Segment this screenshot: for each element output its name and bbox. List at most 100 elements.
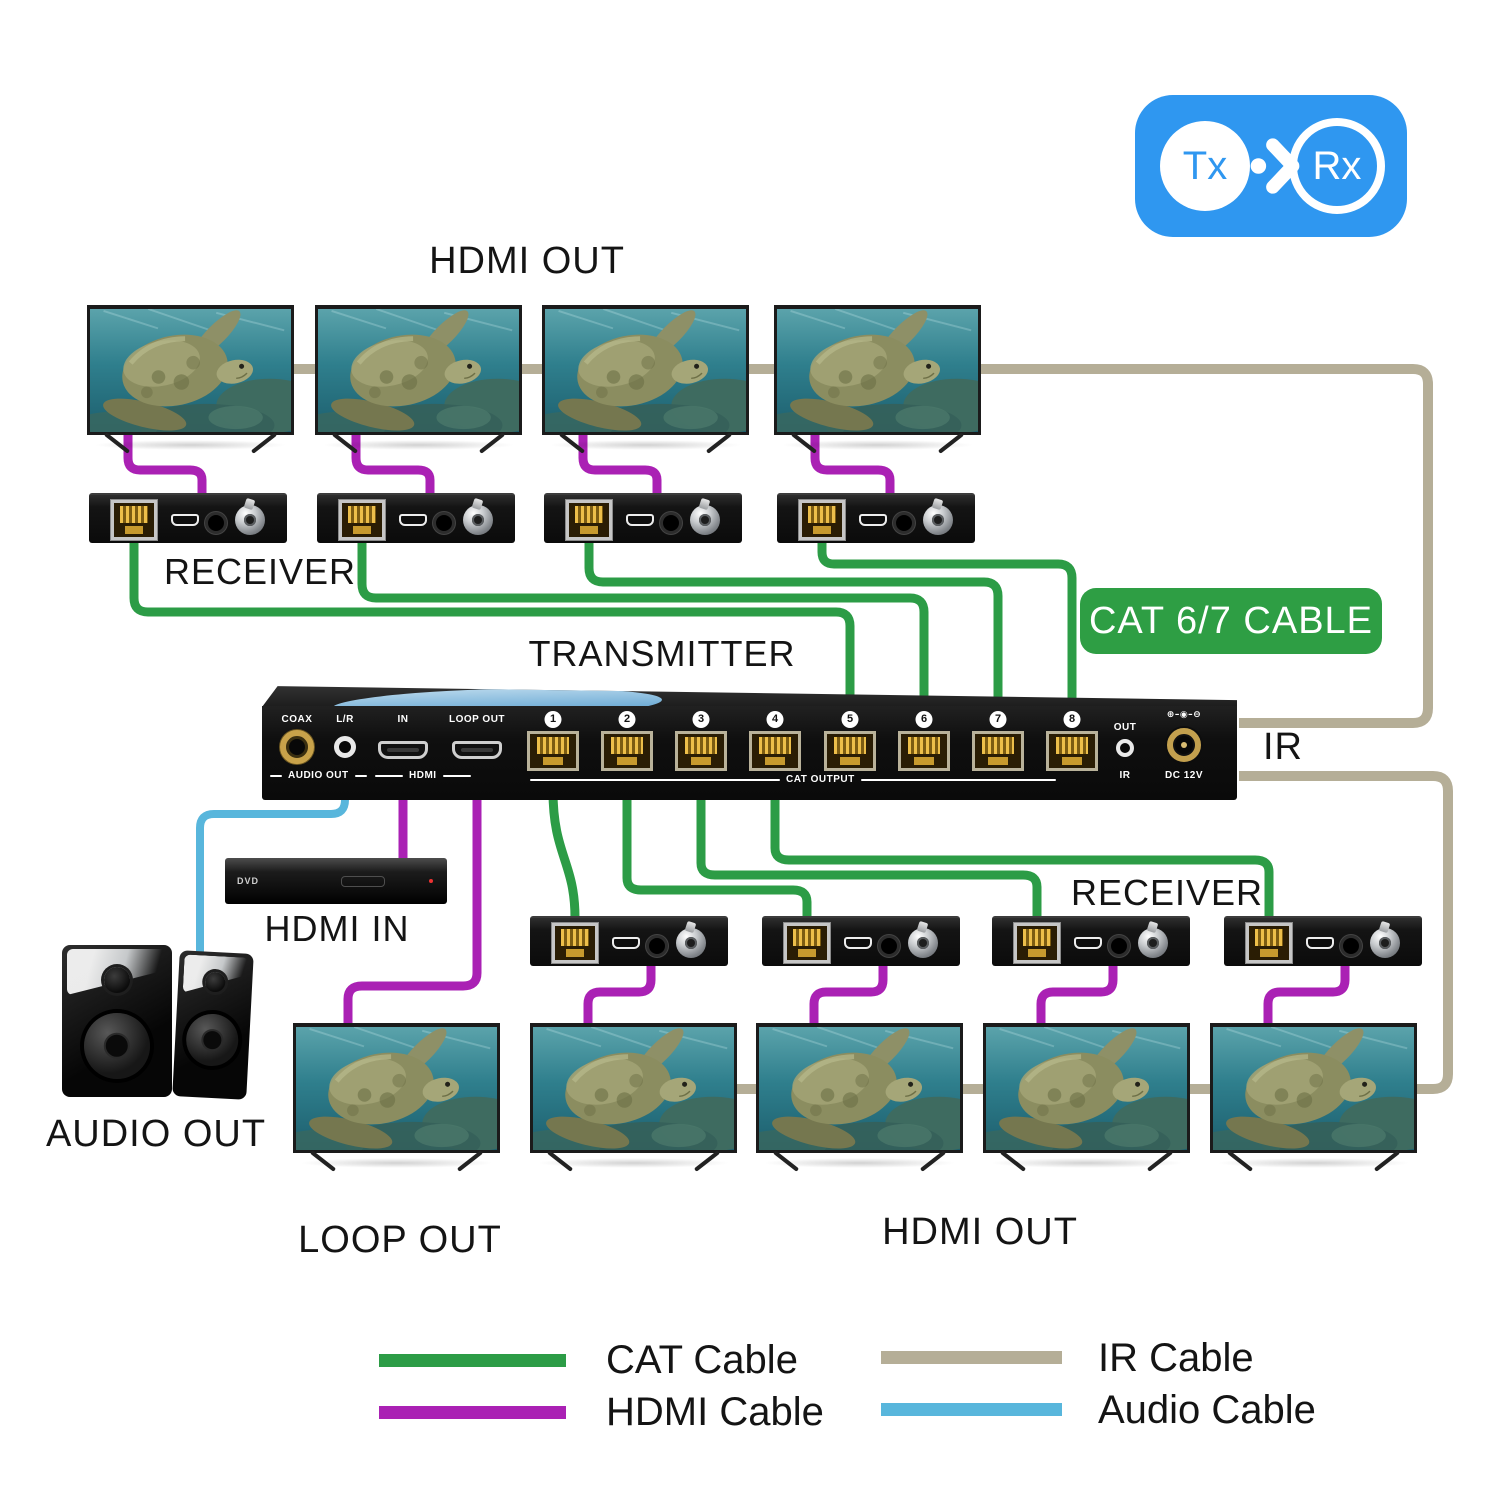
hdmi-cable — [578, 430, 662, 496]
port-number: 4 — [766, 711, 784, 728]
tv-display — [774, 305, 981, 454]
ir-jack-icon — [878, 935, 900, 957]
label-hdmi-out-bottom: HDMI OUT — [882, 1211, 1078, 1253]
ir-jack-icon — [1340, 935, 1362, 957]
tweeter-icon — [104, 967, 130, 993]
label-ir: IR — [1263, 726, 1303, 768]
cat-port — [675, 731, 727, 771]
coax-connector-icon — [908, 928, 938, 958]
coax-connector-icon — [1138, 928, 1168, 958]
hdmi-cable — [123, 430, 207, 496]
coax-connector-icon — [923, 505, 953, 535]
speaker-left — [62, 945, 172, 1097]
tx-circle: Tx — [1160, 121, 1250, 211]
port-number: 2 — [618, 711, 636, 728]
micro-usb-icon — [844, 937, 872, 949]
tv-display — [530, 1023, 737, 1172]
tv-display — [315, 305, 522, 454]
port-number: 3 — [692, 711, 710, 728]
coax-port — [280, 730, 314, 764]
ir-jack-icon — [205, 512, 227, 534]
hdmi-cable — [1263, 962, 1350, 1030]
tv-display — [756, 1023, 963, 1172]
tv-display — [293, 1023, 500, 1172]
disc-tray — [341, 876, 385, 887]
cat-cable — [817, 542, 1077, 714]
rj45-port-icon — [799, 500, 845, 540]
audio-cable — [196, 770, 349, 960]
rj45-port-icon — [552, 923, 598, 963]
loop-out-port — [452, 741, 502, 759]
coax-connector-icon — [463, 505, 493, 535]
coax-connector-icon — [1370, 928, 1400, 958]
tv-display — [1210, 1023, 1417, 1172]
port-number: 7 — [989, 711, 1007, 728]
rj45-port-icon — [111, 500, 157, 540]
coax-label: COAX — [281, 714, 313, 725]
hdmi-group-label: HDMI — [375, 770, 471, 781]
rj45-port-icon — [784, 923, 830, 963]
ir-jack-icon — [1108, 935, 1130, 957]
hdmi-cable — [351, 430, 435, 496]
cat-port — [749, 731, 801, 771]
label-hdmi-out-top: HDMI OUT — [429, 240, 625, 282]
ir-jack-icon — [433, 512, 455, 534]
micro-usb-icon — [859, 514, 887, 526]
rj45-port-icon — [566, 500, 612, 540]
micro-usb-icon — [399, 514, 427, 526]
cat-cable — [622, 791, 812, 918]
coax-connector-icon — [235, 505, 265, 535]
cat-port — [1046, 731, 1098, 771]
legend-label-audio: Audio Cable — [1098, 1388, 1316, 1432]
cat-port — [601, 731, 653, 771]
receiver-box — [544, 493, 742, 543]
micro-usb-icon — [1306, 937, 1334, 949]
cat-output-group-label: CAT OUTPUT — [530, 774, 1056, 785]
loop-out-label: LOOP OUT — [448, 714, 506, 725]
port-number: 5 — [841, 711, 859, 728]
lr-port — [334, 736, 356, 758]
label-hdmi-in: HDMI IN — [264, 908, 410, 949]
hdmi-cable — [343, 770, 482, 1030]
ir-jack-icon — [646, 935, 668, 957]
receiver-box — [317, 493, 515, 543]
dvd-logo: DVD — [237, 876, 260, 886]
hdmi-cable — [583, 962, 656, 1030]
port-number: 8 — [1063, 711, 1081, 728]
receiver-box — [1224, 916, 1422, 966]
micro-usb-icon — [626, 514, 654, 526]
speaker-right — [172, 950, 254, 1100]
label-audio-out: AUDIO OUT — [45, 1113, 267, 1155]
tweeter-icon — [204, 971, 226, 993]
rj45-port-icon — [339, 500, 385, 540]
cat-cable-badge: CAT 6/7 CABLE — [1080, 588, 1382, 654]
label-transmitter: TRANSMITTER — [528, 633, 796, 674]
label-receiver-top: RECEIVER — [163, 551, 357, 592]
legend-label-hdmi: HDMI Cable — [606, 1390, 824, 1434]
hdmi-cable — [810, 430, 895, 496]
rj45-port-icon — [1246, 923, 1292, 963]
transmitter-device: COAX L/R AUDIO OUT IN LOOP OUT HDMI 1 2 … — [262, 706, 1237, 800]
cat-cable — [584, 542, 1003, 714]
ir-out-port — [1116, 739, 1134, 757]
cat-port — [824, 731, 876, 771]
rx-circle: Rx — [1289, 118, 1385, 214]
receiver-box — [992, 916, 1190, 966]
legend-swatch-ir — [881, 1351, 1062, 1364]
legend-swatch-hdmi — [379, 1406, 566, 1419]
ir-jack-icon — [660, 512, 682, 534]
dc-power-port — [1167, 728, 1201, 762]
port-number: 6 — [915, 711, 933, 728]
rj45-port-icon — [1014, 923, 1060, 963]
receiver-box — [762, 916, 960, 966]
power-led — [429, 879, 433, 883]
ir-jack-icon — [893, 512, 915, 534]
woofer-icon — [84, 1013, 150, 1079]
lr-label: L/R — [336, 714, 354, 725]
legend-swatch-cat — [379, 1354, 566, 1367]
ir-cable — [95, 364, 1433, 728]
coax-connector-icon — [690, 505, 720, 535]
cat-port — [972, 731, 1024, 771]
woofer-icon — [184, 1012, 240, 1068]
